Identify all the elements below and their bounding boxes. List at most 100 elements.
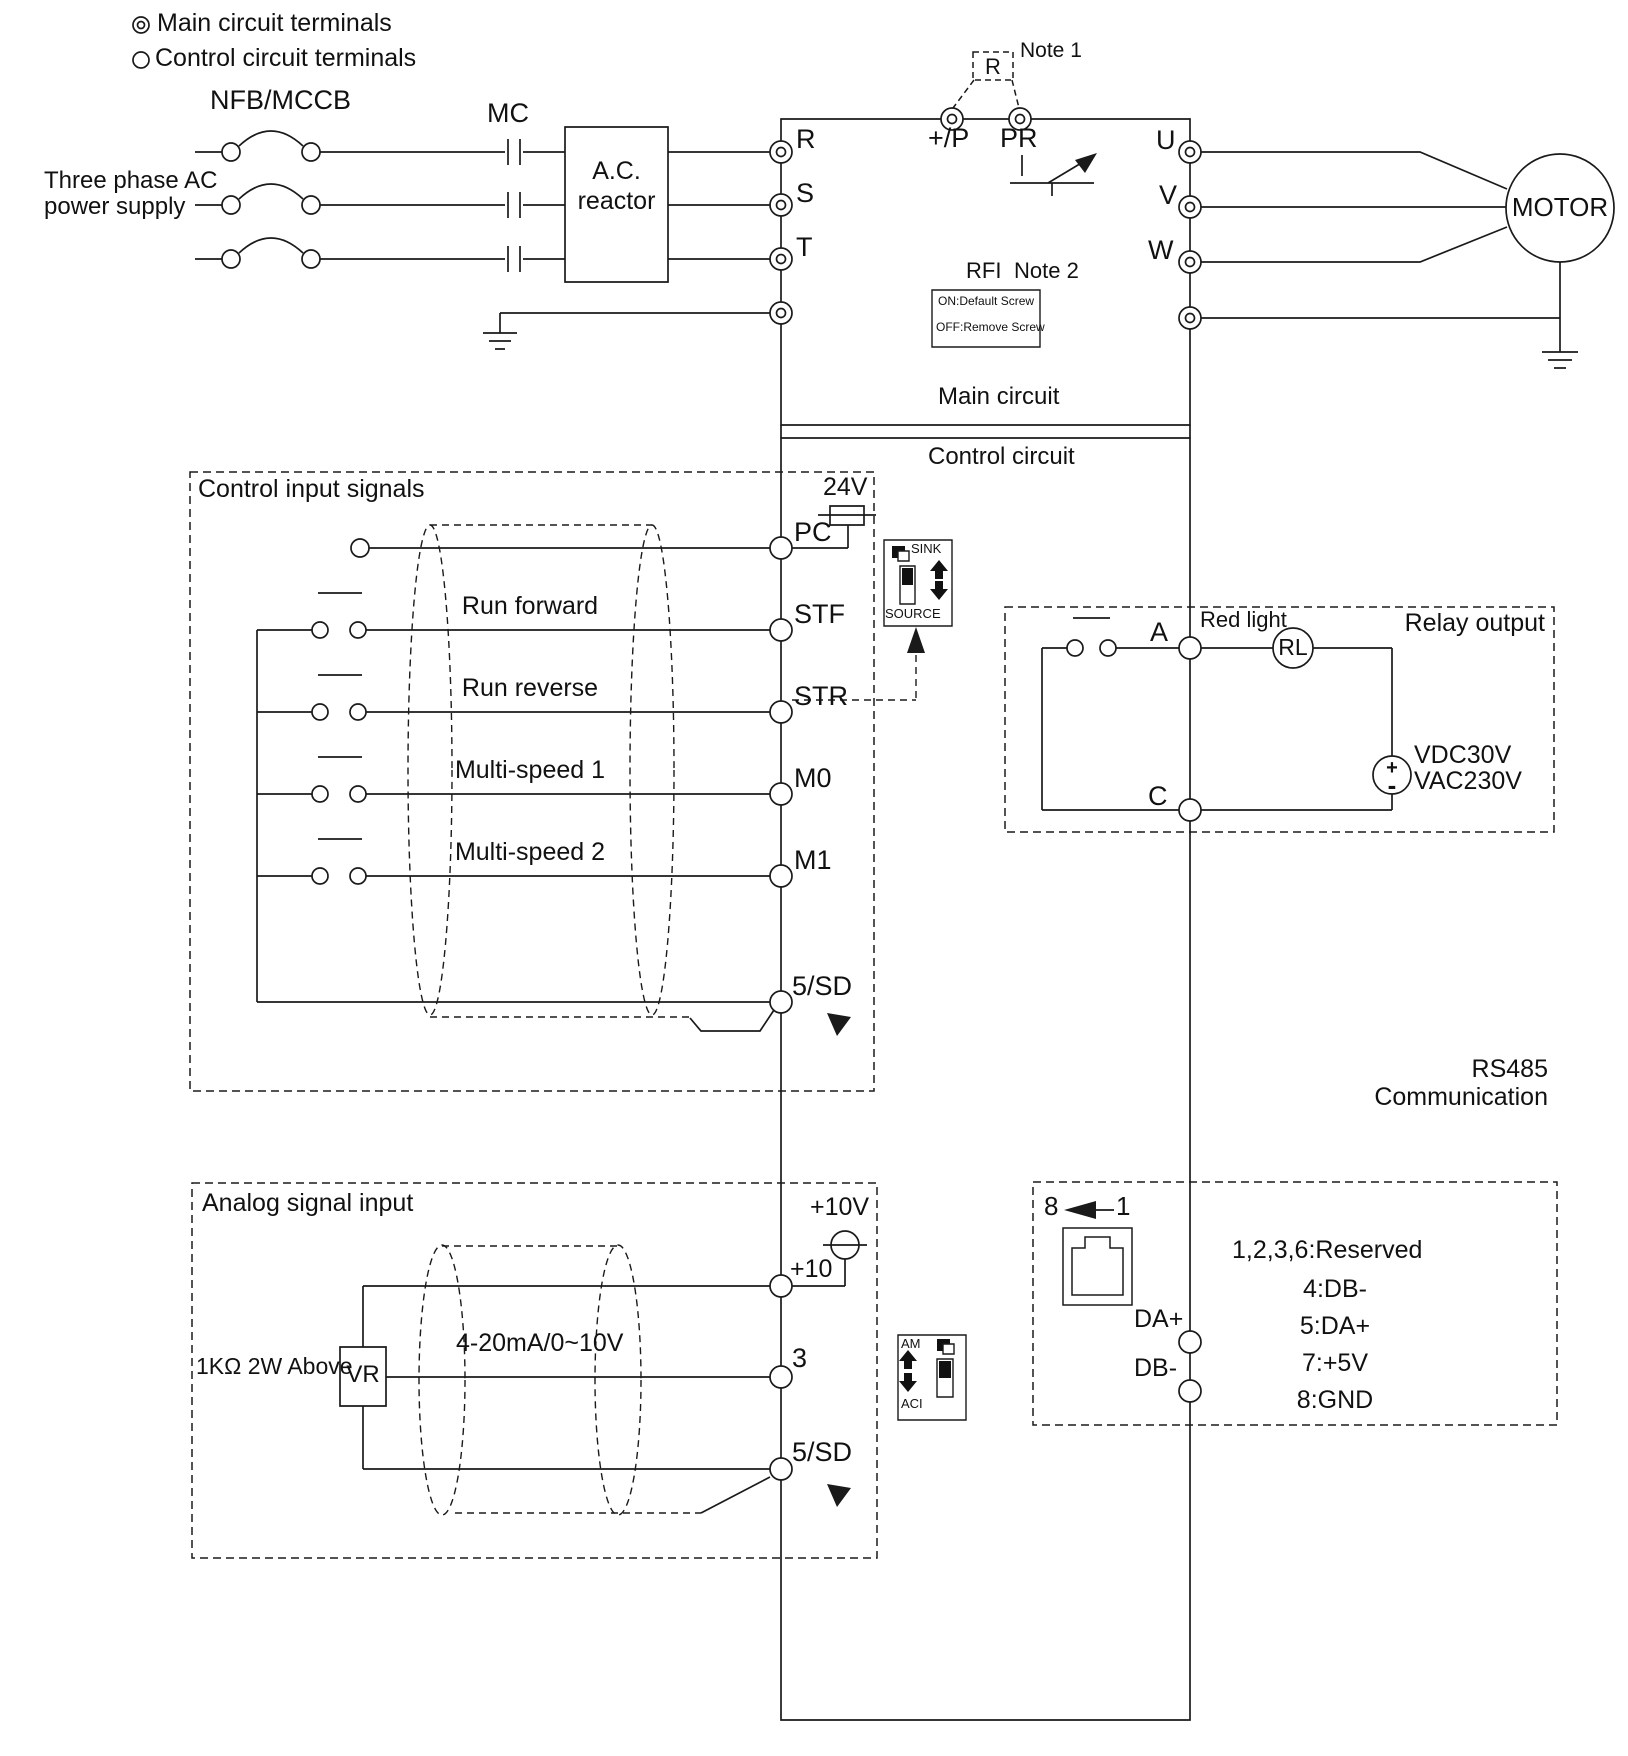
terminal-pc [770, 537, 792, 559]
terminal-c [1179, 799, 1201, 821]
signal-range-label: 4-20mA/0~10V [456, 1329, 624, 1357]
analog-ground-arrow-icon [827, 1484, 851, 1507]
vr-potentiometer [340, 1286, 770, 1469]
terminal-sd-label: 5/SD [792, 971, 853, 1001]
analog-shield-cable-icon [419, 1245, 701, 1515]
breaker-label: NFB/MCCB [210, 85, 351, 115]
pc-24v-wiring [351, 506, 876, 557]
row-label-multi-speed-1: Multi-speed 1 [454, 756, 606, 784]
reactor-label-2: reactor [577, 187, 656, 215]
vdc-rating-label: VDC30V [1414, 741, 1512, 769]
motor-wiring [1201, 152, 1578, 368]
brake-resistor-label: R [985, 54, 1001, 79]
relay-wiring [1042, 618, 1392, 810]
terminal-plus-p [941, 108, 963, 130]
terminal-da-plus [1179, 1331, 1201, 1353]
rs485-pin-map-3: 7:+5V [1301, 1349, 1369, 1377]
supply-24v-label: 24V [823, 473, 868, 501]
terminal-u-label: U [1156, 125, 1176, 155]
main-circuit-label: Main circuit [938, 383, 1060, 410]
control-inputs-title: Control input signals [198, 475, 425, 503]
am-aci-switch-icon [898, 1335, 966, 1420]
terminal-da-label: DA+ [1134, 1305, 1184, 1333]
terminal-r [770, 141, 792, 163]
terminal-3 [770, 1366, 792, 1388]
terminal-plus10 [770, 1275, 792, 1297]
plus10v-label: +10V [810, 1193, 870, 1221]
rs485-box [1033, 1182, 1557, 1425]
row-label-multi-speed-2: Multi-speed 2 [454, 838, 606, 866]
terminal-sd-analog [770, 1458, 792, 1480]
legend-control-label: Control circuit terminals [155, 44, 417, 72]
source-label: SOURCE [885, 606, 941, 621]
aci-label: ACI [901, 1396, 923, 1411]
vac-rating-label: VAC230V [1414, 767, 1522, 795]
terminal-sd-analog-label: 5/SD [792, 1437, 853, 1467]
screw-on-label: ON:Default Screw [938, 294, 1035, 308]
terminal-r-label: R [796, 124, 816, 154]
terminal-s-label: S [796, 178, 815, 208]
terminal-u [1179, 141, 1201, 163]
relay-output-box [1005, 607, 1554, 832]
terminal-str [770, 701, 792, 723]
sink-label: SINK [911, 541, 942, 556]
plus10v-source-icon [792, 1231, 867, 1286]
terminal-a [1179, 637, 1201, 659]
main-terminal-legend-icon [133, 17, 149, 33]
analog-input-title: Analog signal input [202, 1189, 414, 1217]
pin8-label: 8 [1044, 1191, 1059, 1221]
terminal-3-label: 3 [792, 1343, 808, 1373]
terminal-stf [770, 619, 792, 641]
terminal-plus10-label: +10 [790, 1255, 833, 1283]
terminal-w [1179, 251, 1201, 273]
rs485-pin-map-1: 4:DB- [1303, 1275, 1367, 1303]
source-minus-label: - [1387, 770, 1397, 800]
terminal-v-label: V [1159, 180, 1178, 210]
note1-label: Note 1 [1020, 39, 1082, 62]
row-label-run-reverse: Run reverse [461, 674, 599, 702]
rl-lamp-label: RL [1278, 634, 1308, 660]
contactor-icon [508, 139, 520, 272]
source-select-arrow [907, 627, 925, 653]
rj45-icon [1063, 1228, 1132, 1305]
motor-label: MOTOR [1511, 192, 1609, 222]
terminal-ground-left [770, 302, 792, 324]
terminal-s [770, 194, 792, 216]
supply-label-2: power supply [44, 193, 186, 220]
terminal-db-minus [1179, 1380, 1201, 1402]
terminal-c-label: C [1148, 781, 1168, 811]
rl-lamp-icon [1273, 628, 1313, 668]
pot-note-label: 1KΩ 2W Above [196, 1353, 353, 1379]
rs485-title-1: RS485 [1471, 1055, 1548, 1083]
terminal-plus-p-label: +/P [928, 123, 970, 153]
source-select-link [792, 655, 916, 700]
am-label: AM [901, 1336, 921, 1351]
control-circuit-label: Control circuit [928, 443, 1075, 470]
terminal-db-label: DB- [1134, 1354, 1178, 1382]
breaker-icon [222, 131, 320, 268]
ground-arrow-icon [827, 1013, 851, 1036]
supply-label-1: Three phase AC [44, 167, 218, 194]
terminal-a-label: A [1150, 617, 1169, 647]
screw-off-label: OFF:Remove Screw [936, 320, 1045, 334]
source-plus-label: + [1386, 757, 1398, 779]
input-ground-icon [483, 313, 770, 349]
reactor-label-1: A.C. [592, 157, 641, 185]
terminal-sd-control [770, 991, 792, 1013]
rs485-title-2: Communication [1374, 1083, 1548, 1111]
power-source-icon [1373, 756, 1411, 794]
relay-output-title: Relay output [1404, 609, 1545, 637]
control-inputs-box [190, 472, 874, 1091]
pin1-label: 1 [1116, 1191, 1131, 1221]
analog-input-box [192, 1183, 877, 1558]
terminal-m1-label: M1 [794, 845, 832, 875]
motor-icon [1506, 154, 1614, 262]
control-terminal-legend-icon [133, 52, 149, 68]
terminal-w-label: W [1148, 235, 1174, 265]
terminal-stf-label: STF [794, 599, 845, 629]
rs485-pin-map-2: 5:DA+ [1299, 1312, 1371, 1340]
note2-label: Note 2 [1014, 258, 1079, 283]
shield-cable-icon [408, 525, 690, 1017]
phase-lines [195, 152, 565, 259]
